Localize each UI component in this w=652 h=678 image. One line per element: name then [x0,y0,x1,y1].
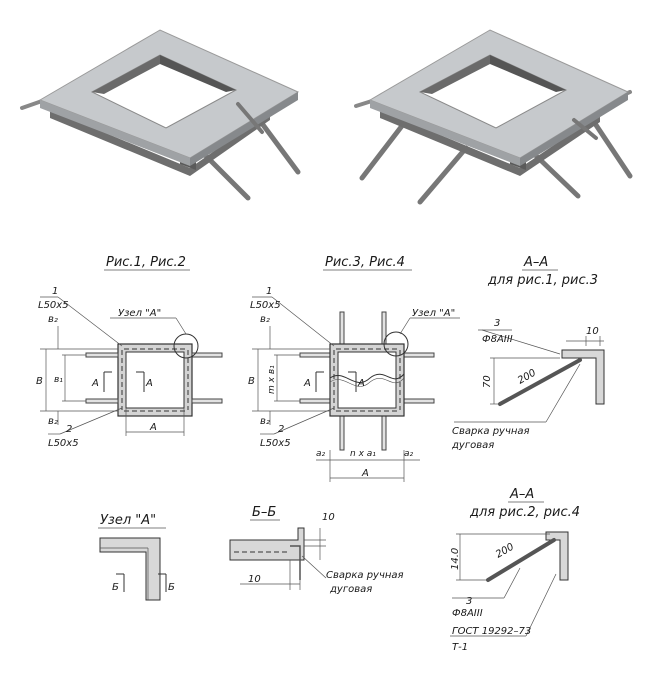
section-aa-13-subtitle: для рис.1, рис.3 [487,273,598,288]
fig12-section-a-left: А [91,378,99,389]
render-frame-right [354,29,633,205]
section-aa-13-drawing [454,329,605,423]
section-aa-24-dim-200: 200 [494,542,516,561]
section-aa-24-rebar: Ф8АIII [452,608,483,619]
fig12-section-a-right: А [145,378,153,389]
node-a-cut-left: Б [112,582,119,593]
fig34-dim-a2-right: а₂ [404,449,414,459]
fig34-dim-a: А [361,468,369,479]
fig12-node-label: Узел "А" [118,308,161,319]
fig34-title: Рис.3, Рис.4 [325,255,405,270]
fig34-mark-1: 1 [266,286,272,297]
fig12-angle-top: L50x5 [38,300,69,311]
node-a-cut-right: Б [168,582,175,593]
section-bb-weld-2: дуговая [329,584,372,595]
fig34-dim-b2-top: в₂ [260,314,270,325]
section-aa-13-dim-10: 10 [586,326,599,337]
section-bb-weld-1: Сварка ручная [326,570,404,581]
fig12-dim-b1: в₁ [54,375,63,385]
fig12-mark-2: 2 [66,424,72,435]
section-bb-dim-10-bottom: 10 [248,574,261,585]
fig34-plan [252,296,460,482]
fig34-section-a-right: А [357,378,365,389]
fig34-section-a-left: А [303,378,311,389]
section-aa-24-gost: ГОСТ 19292–73 [452,626,531,637]
fig34-dim-a2-left: а₂ [316,449,326,459]
section-aa-24-drawing [450,531,569,637]
fig34-node-label: Узел "А" [412,308,455,319]
node-a-title: Узел "А" [100,513,156,528]
fig12-mark-1: 1 [52,286,58,297]
section-aa-24-title: А–А [509,487,534,502]
fig12-plan [40,296,223,436]
section-bb-dim-10-top: 10 [322,512,335,523]
section-aa-24-subtitle: для рис.2, рис.4 [469,505,580,520]
fig34-dim-b: В [248,376,255,387]
node-a-drawing [99,537,167,601]
fig12-angle-bottom: L50x5 [48,438,79,449]
section-aa-13-dim-70: 70 [482,375,493,388]
fig34-angle-bottom: L50x5 [260,438,291,449]
section-bb-title: Б–Б [252,505,276,520]
fig34-dim-b2-bottom: в₂ [260,416,270,427]
fig12-dim-a: А [149,422,157,433]
section-aa-13-weld-2: дуговая [451,440,494,451]
fig34-angle-top: L50x5 [250,300,281,311]
fig12-dim-b: В [36,376,43,387]
section-aa-24-dim-140: 14.0 [450,548,461,570]
render-frame-left [20,29,301,201]
section-aa-13-weld-1: Сварка ручная [452,426,530,437]
section-aa-13-rebar: Ф8АIII [482,334,513,345]
fig34-mark-2: 2 [278,424,284,435]
section-aa-24-type: Т-1 [452,642,468,653]
fig12-dim-b2-bottom: в₂ [48,416,58,427]
section-bb-drawing [229,527,327,590]
fig34-dim-nxa1: n x а₁ [350,449,376,459]
fig12-title: Рис.1, Рис.2 [106,255,186,270]
section-aa-13-mark-3: 3 [494,318,500,329]
fig34-dim-mxb1: m x в₁ [267,365,277,394]
section-aa-13-title: А–А [523,255,548,270]
section-aa-24-mark-3: 3 [466,596,472,607]
fig12-dim-b2-top: в₂ [48,314,58,325]
